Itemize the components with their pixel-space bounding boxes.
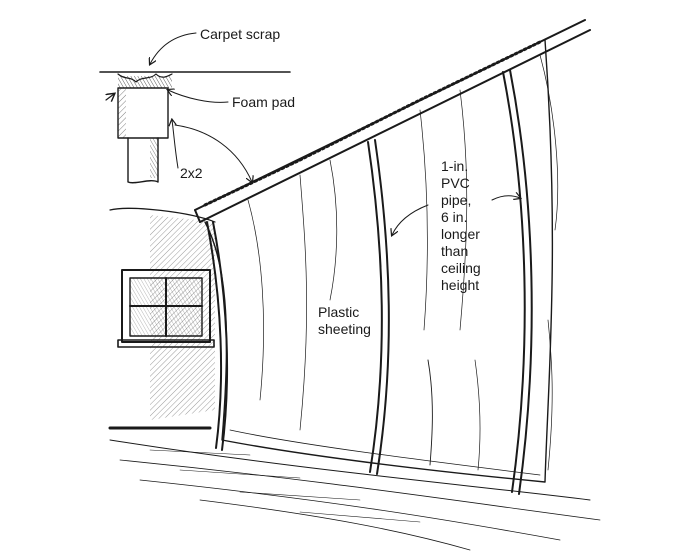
arrow-icon (491, 196, 520, 201)
arrow-icon (172, 120, 179, 169)
label-pvc-pipe-line: 1-in. (441, 158, 469, 174)
label-pvc-pipe-line: pipe, (441, 192, 472, 208)
label-pvc-pipe-line: height (441, 277, 480, 293)
label-pvc-pipe-line: PVC (441, 175, 470, 191)
arrow-icon (168, 90, 229, 103)
leader-lines (150, 32, 520, 235)
label-pvc-pipe-line: than (441, 243, 469, 259)
arrow-icon (174, 124, 252, 182)
label-pvc-pipe-line: longer (441, 226, 480, 242)
floor (108, 426, 601, 551)
label-carpet-scrap: Carpet scrap (200, 26, 281, 42)
arrow-icon (150, 32, 197, 64)
label-foam-pad: Foam pad (232, 94, 296, 110)
label-plastic-sheeting: Plastic sheeting (318, 304, 371, 338)
pvc-pipes (206, 69, 533, 495)
label-plastic-sheeting-line: Plastic (318, 304, 360, 320)
label-pvc-pipe: 1-in. PVC pipe, 6 in. longer than ceilin… (441, 158, 481, 294)
label-plastic-sheeting-line: sheeting (318, 321, 371, 337)
ceiling-beam (194, 19, 591, 223)
label-pvc-pipe-line: 6 in. (441, 209, 468, 225)
window (117, 269, 215, 348)
label-2x2: 2x2 (180, 165, 203, 181)
label-pvc-pipe-line: ceiling (441, 260, 481, 276)
arrow-icon (392, 204, 429, 235)
detail-inset (99, 71, 291, 184)
